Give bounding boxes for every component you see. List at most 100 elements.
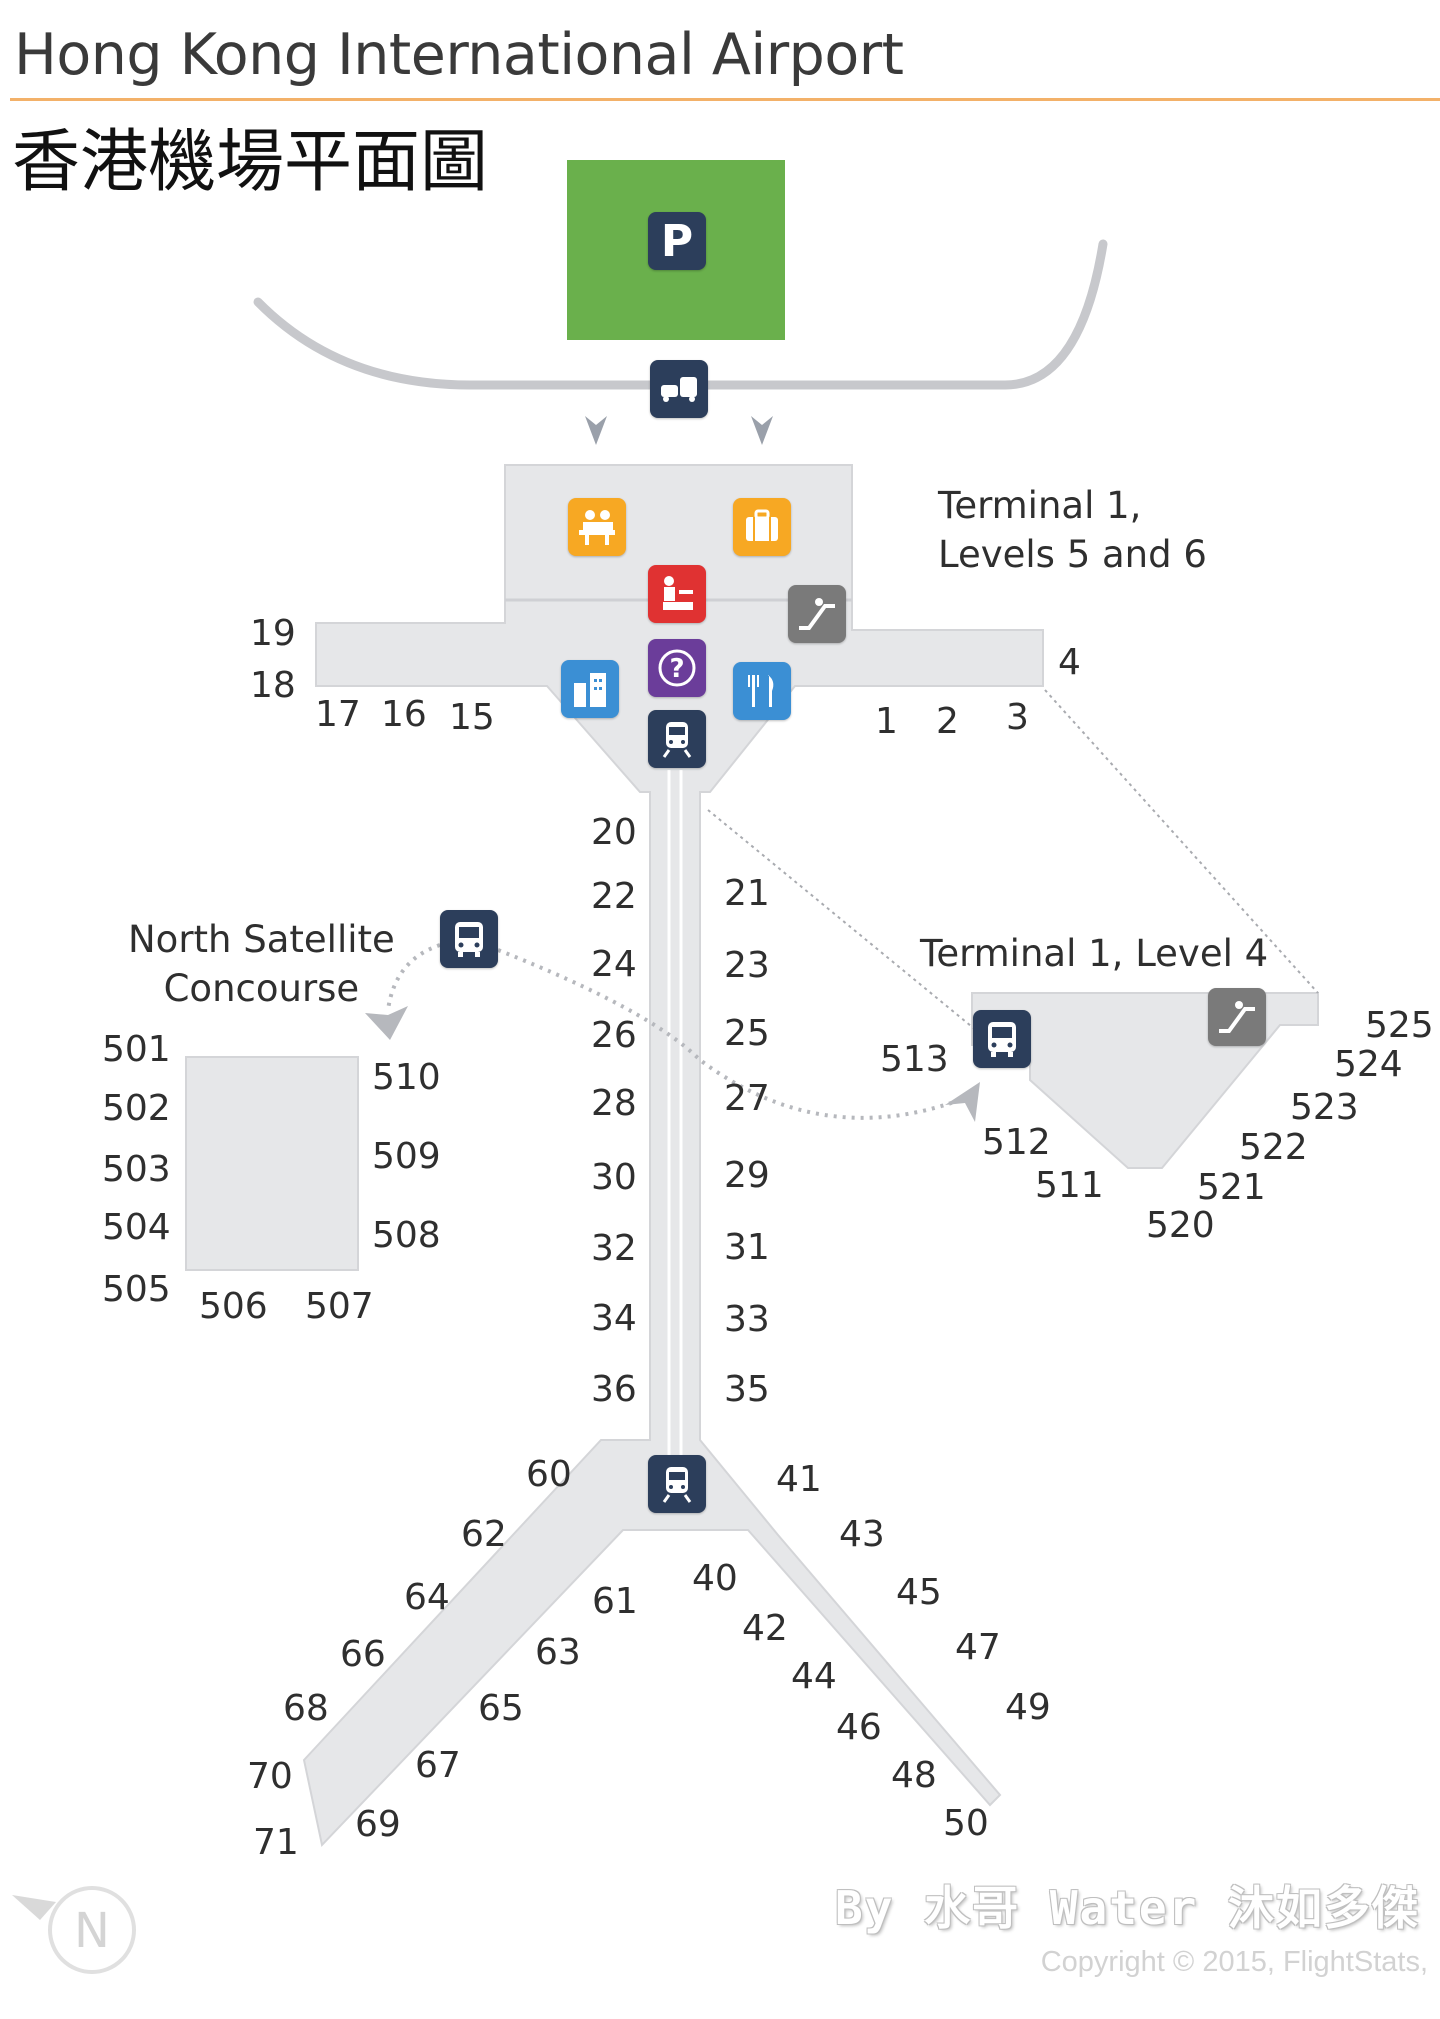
- gate-label: 50: [943, 1803, 989, 1844]
- gate-label: 30: [591, 1157, 637, 1198]
- restaurant-icon: [733, 662, 791, 720]
- gate-label: 35: [724, 1369, 770, 1410]
- north-satellite-building: [185, 1056, 359, 1271]
- walkway-line: [1044, 689, 1319, 994]
- baggage-icon: [733, 498, 791, 556]
- gate-label: 505: [102, 1269, 171, 1310]
- plane-icon: [12, 1895, 56, 1920]
- arrow-down-icon: [585, 416, 607, 445]
- immigration-icon: [648, 565, 706, 623]
- svg-text:?: ?: [669, 654, 684, 684]
- gate-label: 506: [199, 1286, 268, 1327]
- gate-label: 71: [253, 1822, 299, 1863]
- gate-label: 508: [372, 1215, 441, 1256]
- gate-label: 522: [1239, 1127, 1308, 1168]
- bus-icon: [973, 1010, 1031, 1068]
- gate-label: 15: [449, 697, 495, 738]
- gate-label: 34: [591, 1298, 637, 1339]
- walkway-line: [707, 809, 989, 1041]
- access-road: [253, 239, 1108, 390]
- gate-label: 513: [880, 1039, 949, 1080]
- gate-label: 68: [283, 1688, 329, 1729]
- gate-label: 41: [776, 1459, 822, 1500]
- gate-label: 2: [936, 701, 959, 742]
- gate-label: 4: [1058, 642, 1081, 683]
- gate-label: 40: [692, 1558, 738, 1599]
- gate-label: 23: [724, 945, 770, 986]
- copyright-notice: Copyright © 2015, FlightStats,: [1040, 1946, 1428, 1978]
- gate-label: 521: [1197, 1167, 1266, 1208]
- gate-label: 29: [724, 1155, 770, 1196]
- gate-label: 504: [102, 1207, 171, 1248]
- terminal-1-building: [302, 464, 1044, 1848]
- gate-label: 24: [591, 944, 637, 985]
- arrow-icon: [365, 1006, 408, 1040]
- gate-label: 45: [896, 1572, 942, 1613]
- gate-label: 60: [526, 1454, 572, 1495]
- gate-label: 66: [340, 1634, 386, 1675]
- compass-north-label: N: [74, 1903, 110, 1959]
- gate-label: 61: [592, 1581, 638, 1622]
- north-satellite-label: North Satellite Concourse: [128, 918, 395, 1010]
- train-icon: [648, 1455, 706, 1513]
- gate-label: 16: [381, 694, 427, 735]
- arrow-down-icon: [751, 416, 773, 445]
- gate-label: 512: [982, 1122, 1051, 1163]
- escalator-icon: [1208, 988, 1266, 1046]
- gate-label: 525: [1365, 1005, 1434, 1046]
- gate-label: 44: [791, 1656, 837, 1697]
- gate-label: 510: [372, 1057, 441, 1098]
- gate-label: 507: [305, 1286, 374, 1327]
- gate-label: 48: [891, 1755, 937, 1796]
- map-title: Hong Kong International Airport: [14, 22, 904, 88]
- gate-label: 33: [724, 1299, 770, 1340]
- gate-label: 63: [535, 1632, 581, 1673]
- gate-label: 64: [404, 1577, 450, 1618]
- escalator-icon: [788, 585, 846, 643]
- gate-label: 62: [461, 1514, 507, 1555]
- gate-label: 46: [836, 1707, 882, 1748]
- car-bus-icon: [650, 360, 708, 418]
- gate-label: 524: [1334, 1044, 1403, 1085]
- gate-label: 22: [591, 876, 637, 917]
- gate-label: 25: [724, 1013, 770, 1054]
- title-divider: [10, 98, 1440, 101]
- map-subtitle: 香港機場平面圖: [12, 123, 489, 202]
- gate-label: 18: [250, 665, 296, 706]
- gate-label: 65: [478, 1688, 524, 1729]
- check-in-icon: [568, 498, 626, 556]
- parking-icon: P: [648, 212, 706, 270]
- gate-label: 3: [1006, 697, 1029, 738]
- gate-label: 17: [315, 694, 361, 735]
- gate-label: 1: [875, 701, 898, 742]
- gate-label: 20: [591, 812, 637, 853]
- gate-label: 69: [355, 1804, 401, 1845]
- gate-label: 31: [724, 1227, 770, 1268]
- gate-label: 42: [742, 1608, 788, 1649]
- bus-route-line: [386, 943, 441, 1011]
- gate-label: 19: [250, 613, 296, 654]
- train-icon: [648, 710, 706, 768]
- gate-label: 36: [591, 1369, 637, 1410]
- gate-label: 502: [102, 1088, 171, 1129]
- compass-icon: [48, 1886, 136, 1974]
- gate-label: 70: [247, 1756, 293, 1797]
- gate-label: 520: [1146, 1205, 1215, 1246]
- bus-icon: [440, 910, 498, 968]
- gate-label: 503: [102, 1149, 171, 1190]
- gate-label: 28: [591, 1083, 637, 1124]
- gate-label: 47: [955, 1627, 1001, 1668]
- terminal-1-level-4-label: Terminal 1, Level 4: [920, 932, 1269, 975]
- author-credit: By 水哥 Water 沐如多傑: [835, 1881, 1420, 1935]
- hotel-icon: [561, 660, 619, 718]
- gate-label: 511: [1035, 1165, 1104, 1206]
- gate-label: 32: [591, 1228, 637, 1269]
- information-icon: ?: [648, 639, 706, 697]
- terminal-1-upper-label: Terminal 1, Levels 5 and 6: [938, 484, 1207, 576]
- arrow-icon: [945, 1082, 980, 1122]
- gate-label: 49: [1005, 1687, 1051, 1728]
- gate-label: 27: [724, 1078, 770, 1119]
- gate-label: 501: [102, 1029, 171, 1070]
- gate-label: 523: [1290, 1087, 1359, 1128]
- gate-label: 21: [724, 873, 770, 914]
